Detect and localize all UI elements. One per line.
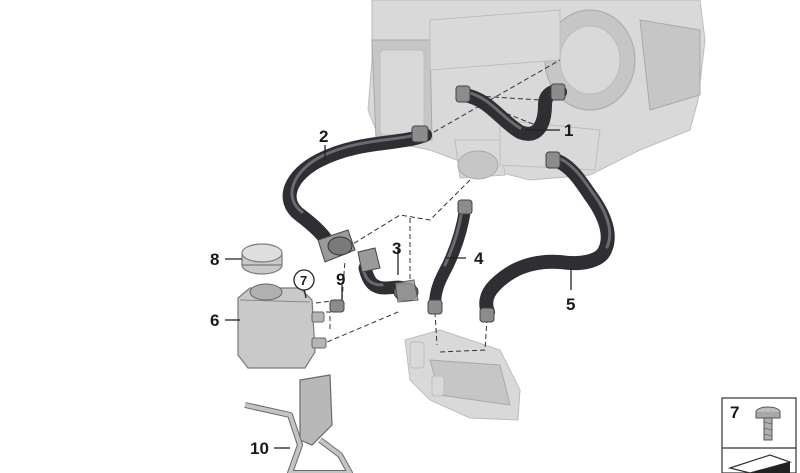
hose-1[interactable] bbox=[455, 83, 567, 141]
part-arrow-icon bbox=[727, 454, 793, 473]
callout-labels: 1 2 3 4 5 6 7 8 9 10 bbox=[210, 121, 575, 458]
hose-connector bbox=[357, 247, 381, 273]
screw-icon bbox=[755, 406, 781, 441]
hose-clamp bbox=[427, 299, 443, 315]
callout-2: 2 bbox=[319, 127, 328, 146]
callout-9: 9 bbox=[336, 270, 345, 289]
hose-clamp bbox=[457, 199, 473, 215]
callout-8: 8 bbox=[210, 250, 219, 269]
expansion-tank-cap[interactable] bbox=[241, 243, 283, 275]
oil-cooler-ghost bbox=[404, 329, 521, 421]
callout-6: 6 bbox=[210, 311, 219, 330]
hose-4[interactable] bbox=[427, 199, 473, 315]
hose-clamp bbox=[550, 83, 566, 101]
hose-clamp bbox=[411, 125, 429, 143]
leader-lines bbox=[225, 129, 572, 449]
inset-part-7[interactable]: 7 bbox=[721, 397, 797, 473]
callout-3: 3 bbox=[392, 239, 401, 258]
callout-1: 1 bbox=[564, 121, 573, 140]
hose-3[interactable] bbox=[357, 247, 419, 303]
hose-connector bbox=[393, 279, 419, 303]
hose-5[interactable] bbox=[479, 151, 615, 323]
hose-connector bbox=[317, 229, 356, 263]
hose-clamp bbox=[479, 307, 495, 323]
callout-10: 10 bbox=[250, 439, 269, 458]
engine-assembly-ghost bbox=[367, 0, 706, 181]
expansion-tank[interactable] bbox=[237, 283, 327, 369]
hose-clamp bbox=[545, 151, 561, 169]
fitting-9[interactable] bbox=[329, 299, 345, 313]
hose-2[interactable] bbox=[282, 125, 432, 263]
bracket-10[interactable] bbox=[244, 374, 353, 473]
callout-5: 5 bbox=[566, 295, 575, 314]
callout-4: 4 bbox=[474, 249, 484, 268]
hose-clamp bbox=[455, 85, 471, 103]
inset-callout-7: 7 bbox=[730, 403, 739, 422]
callout-7: 7 bbox=[300, 273, 307, 288]
callout-7-circle bbox=[293, 269, 315, 291]
